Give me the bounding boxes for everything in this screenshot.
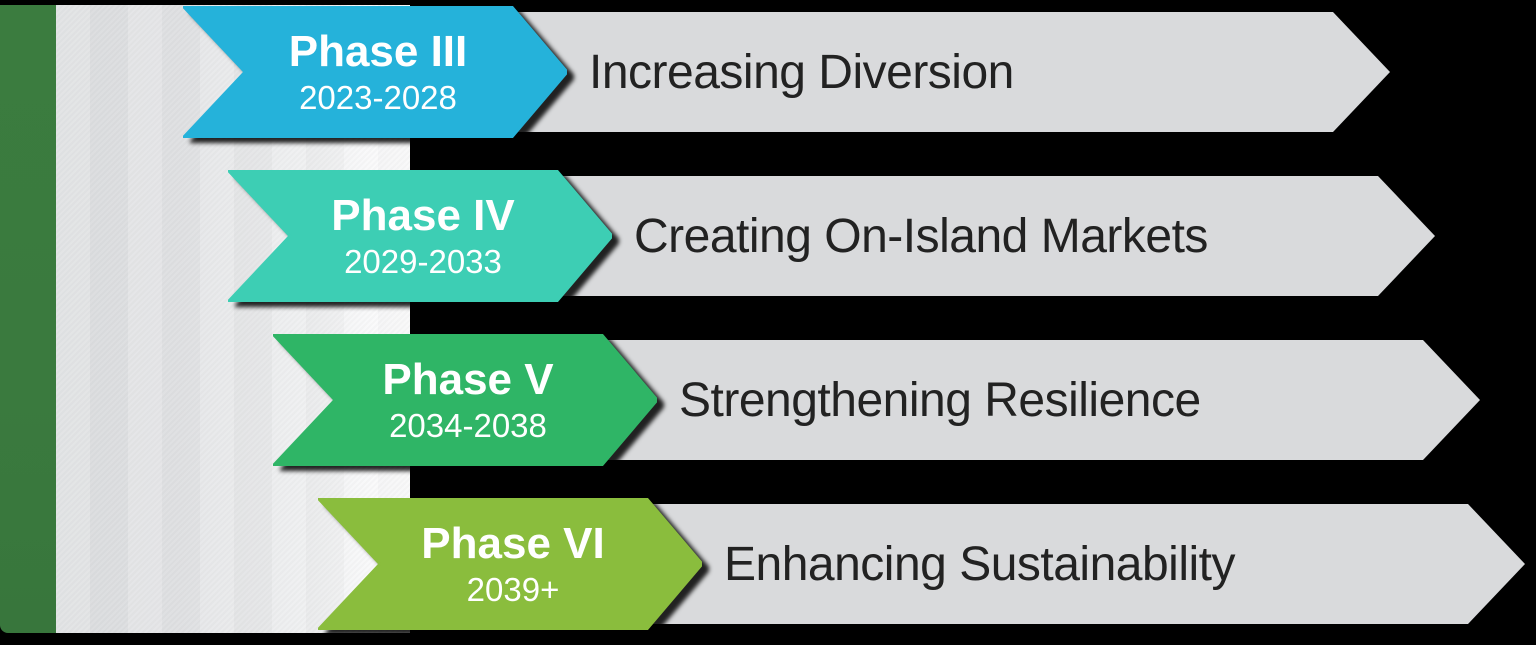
phase-description: Enhancing Sustainability <box>724 537 1236 591</box>
phase-label: Phase VI 2039+ <box>380 498 646 630</box>
phase-years: 2034-2038 <box>389 407 547 444</box>
left-accent-bar <box>0 5 56 633</box>
background-gradient-panel <box>56 5 410 633</box>
phase-description: Increasing Diversion <box>589 45 1014 99</box>
phase-years: 2039+ <box>466 571 560 608</box>
phase-description: Creating On-Island Markets <box>634 209 1208 263</box>
description-banner-arrow <box>510 12 1390 132</box>
description-banner-arrow <box>555 176 1435 296</box>
phase-description: Strengthening Resilience <box>679 373 1201 427</box>
description-banner-arrow <box>600 340 1480 460</box>
description-banner-arrow <box>645 504 1525 624</box>
phase-name: Phase VI <box>421 519 605 568</box>
